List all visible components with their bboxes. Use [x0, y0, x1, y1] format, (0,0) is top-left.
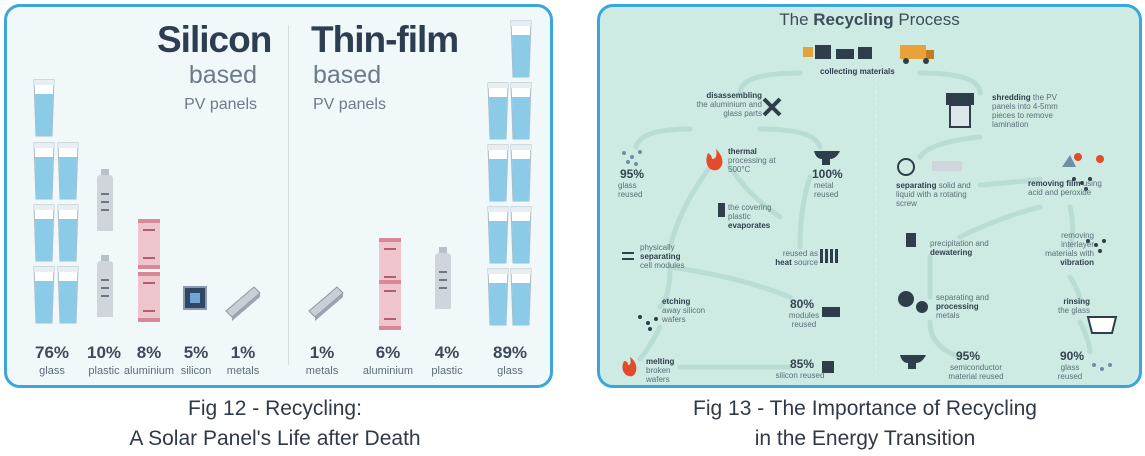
metal100-text: metal reused — [814, 181, 839, 199]
modules80-text: modules reused — [788, 311, 820, 329]
fig12-caption: Fig 12 - Recycling: A Solar Panel's Life… — [60, 394, 490, 454]
melting-text: broken wafers — [646, 366, 671, 384]
pct-silicon-si: 5% — [183, 343, 209, 362]
title-pre: The — [779, 10, 814, 29]
fig13-panel: The Recycling Process — [597, 4, 1142, 388]
sepproc-bold: processing — [936, 302, 979, 311]
label-silicon-si: silicon — [180, 365, 212, 377]
pct-metals-si: 1% — [230, 343, 256, 362]
title-post: Process — [893, 10, 960, 29]
glass90-pct: 90% — [1060, 349, 1085, 363]
rinsing-text: the glass — [1057, 306, 1090, 315]
covering-bold: evaporates — [728, 221, 771, 230]
silicon-sub1: based — [188, 61, 257, 89]
glass90-text: glass reused — [1057, 363, 1083, 381]
physically-text2: cell modules — [640, 261, 685, 270]
pct-aluminium-si: 8% — [136, 343, 162, 362]
label-aluminium-tf: aluminium — [362, 365, 414, 377]
title-bold: Recycling — [813, 10, 894, 29]
melting-step: melting broken wafers — [646, 357, 696, 384]
label-aluminium-si: aluminium — [123, 365, 175, 377]
physically-text1: physically — [640, 243, 675, 252]
reused-bold: heat — [775, 258, 792, 267]
thinfilm-sub1: based — [313, 61, 382, 89]
fig12-caption-line2: A Solar Panel's Life after Death — [129, 427, 421, 450]
metal100-pct: 100% — [812, 167, 843, 181]
rinsing-bold: rinsing — [1063, 297, 1090, 306]
etching-step: etching away silicon wafers — [662, 297, 712, 324]
removing-text: using acid and peroxide — [1028, 179, 1102, 197]
separating-bold: separating — [896, 181, 937, 190]
disassembling-step: disassembling the aluminium and glass pa… — [682, 91, 762, 118]
material-icons — [33, 20, 532, 330]
disassembling-text: the aluminium and glass parts — [696, 100, 762, 118]
physically-bold: separating — [640, 252, 681, 261]
separating-text: solid and liquid with a rotating screw — [896, 181, 971, 208]
semi95-text: semiconductor material reused — [948, 363, 1004, 381]
shredding-step: shredding the PV panels into 4-5mm piece… — [992, 93, 1078, 129]
si85-text: silicon reused — [775, 371, 825, 380]
label-plastic-si: plastic — [88, 365, 120, 377]
interlayer-text: removing interlayer materials with — [1045, 231, 1094, 258]
silicon-sub2: PV panels — [184, 96, 257, 113]
recycling-title: The Recycling Process — [600, 10, 1139, 30]
pct-aluminium-tf: 6% — [375, 343, 401, 362]
fig12-panel: Silicon based PV panels Thin-film based … — [4, 4, 553, 388]
reused-heat: reused as heat source — [758, 249, 818, 267]
fig13-caption-line1: Fig 13 - The Importance of Recycling — [693, 397, 1037, 420]
sepproc-text: separating and — [936, 293, 989, 302]
pct-plastic-si: 10% — [86, 343, 122, 362]
label-metals-tf: metals — [305, 365, 339, 377]
shredding-bold: shredding — [992, 93, 1031, 102]
pct-glass-si: 76% — [34, 343, 70, 362]
thermal-step: thermal processing at 500°C — [728, 147, 788, 174]
covering-text: the covering plastic — [728, 203, 772, 221]
pct-glass-tf: 89% — [492, 343, 528, 362]
label-glass-tf: glass — [497, 365, 523, 377]
removing-step: removing film using acid and peroxide — [1028, 179, 1118, 197]
label-metals-si: metals — [226, 365, 260, 377]
fig13-caption: Fig 13 - The Importance of Recycling in … — [620, 394, 1110, 454]
glass95-pct: 95% — [620, 167, 645, 181]
flow-diagram — [622, 45, 1118, 378]
silicon-title: Silicon — [157, 19, 272, 60]
pct-metals-tf: 1% — [309, 343, 335, 362]
separating-step: separating solid and liquid with a rotat… — [896, 181, 986, 208]
fig12-caption-line1: Fig 12 - Recycling: — [188, 397, 362, 420]
physically-step: physically separating cell modules — [640, 243, 710, 270]
reused-text2: source — [793, 258, 818, 267]
interlayer-bold: vibration — [1060, 258, 1094, 267]
disassembling-bold: disassembling — [706, 91, 762, 100]
reused-text: reused as — [782, 249, 818, 258]
label-plastic-tf: plastic — [431, 365, 463, 377]
precip-text: precipitation and — [930, 239, 989, 248]
interlayer-step: removing interlayer materials with vibra… — [1028, 231, 1094, 267]
semi95-pct: 95% — [956, 349, 981, 363]
truck-icon — [803, 45, 934, 64]
shredding-text: the PV panels into 4-5mm pieces to remov… — [992, 93, 1058, 129]
sepproc-text2: metals — [936, 311, 960, 320]
melting-bold: melting — [646, 357, 675, 366]
sepproc-step: separating and processing metals — [936, 293, 1006, 320]
removing-bold: removing film — [1028, 179, 1081, 188]
fig13-caption-line2: in the Energy Transition — [754, 427, 976, 450]
label-glass-si: glass — [39, 365, 65, 377]
covering-step: the covering plastic evaporates — [728, 203, 788, 230]
collecting-label: collecting materials — [820, 67, 895, 76]
pct-plastic-tf: 4% — [434, 343, 460, 362]
thermal-text: processing at 500°C — [728, 156, 776, 174]
etching-bold: etching — [662, 297, 691, 306]
modules80-pct: 80% — [790, 297, 815, 311]
thinfilm-title: Thin-film — [311, 19, 459, 60]
center-divider — [288, 25, 289, 365]
precipitation-step: precipitation and dewatering — [930, 239, 1000, 257]
glass95-text: glass reused — [618, 181, 643, 199]
rinsing-step: rinsing the glass — [1046, 297, 1090, 315]
thinfilm-sub2: PV panels — [313, 96, 386, 113]
etching-text: away silicon wafers — [662, 306, 706, 324]
precip-bold: dewatering — [930, 248, 973, 257]
si85-pct: 85% — [790, 357, 815, 371]
thermal-bold: thermal — [728, 147, 757, 156]
